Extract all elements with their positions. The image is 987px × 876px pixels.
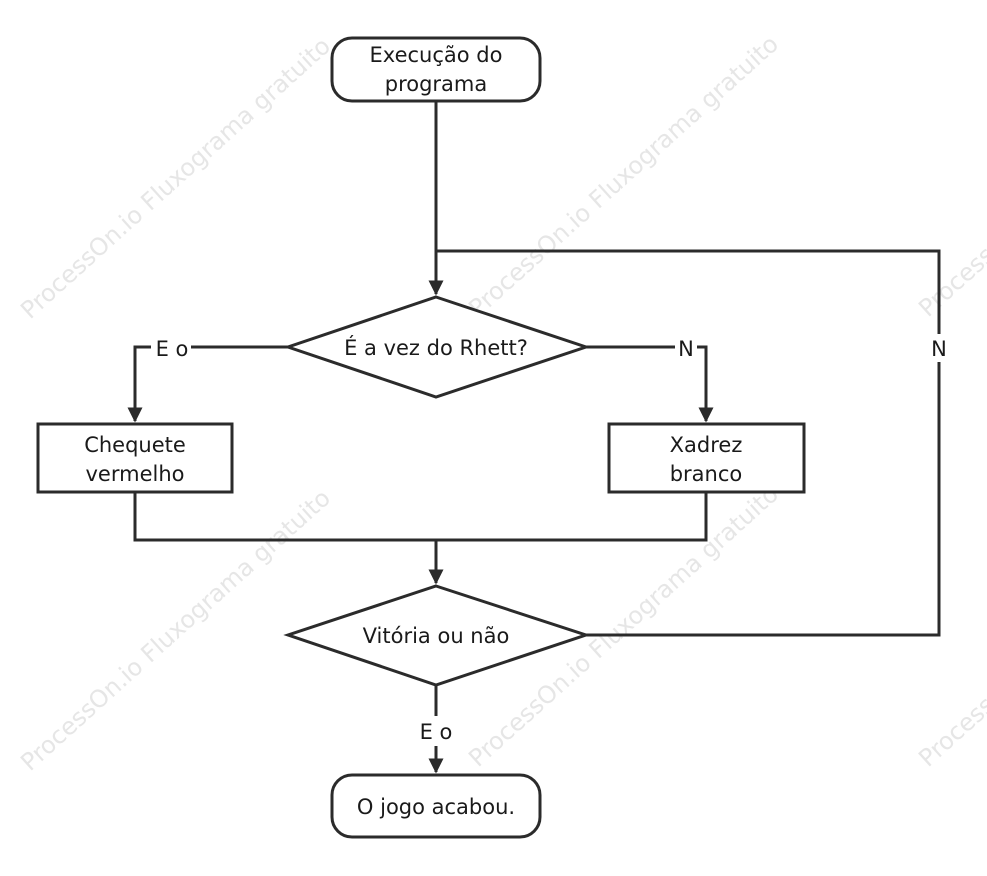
- decision-shape: [283, 295, 591, 399]
- node-start-label-line2: programa: [385, 72, 488, 96]
- node-start: Execução do programa: [330, 36, 542, 103]
- watermark-text: ProcessOn.io Fluxograma gratuito: [913, 480, 987, 773]
- edge-label-bg: [415, 716, 457, 746]
- terminator-shape: [330, 773, 542, 839]
- terminator-shape: [330, 36, 542, 103]
- node-red-check-label-line1: Chequete: [84, 433, 186, 457]
- connector-decision-to-white-chess: [586, 345, 714, 423]
- edge-label-bg: [675, 334, 697, 362]
- edge-labels: E o N N E o: [151, 334, 950, 746]
- decision-shape: [283, 584, 591, 687]
- edge-label-bg: [151, 334, 191, 362]
- node-decision-turn-label: É a vez do Rhett?: [344, 335, 528, 360]
- edge-label-victory-yes: E o: [420, 720, 453, 744]
- node-red-check-label-line2: vermelho: [86, 462, 185, 486]
- node-end: O jogo acabou.: [330, 773, 542, 839]
- connector-red-check-merge: [133, 492, 708, 542]
- node-white-chess-label-line1: Xadrez: [670, 433, 743, 457]
- node-red-check: Chequete vermelho: [36, 422, 234, 494]
- edge-label-victory-no: N: [931, 337, 947, 361]
- watermark-text: ProcessOn.io Fluxograma gratuito: [15, 484, 336, 777]
- node-white-chess: Xadrez branco: [607, 422, 806, 494]
- watermark-text: ProcessOn.io Fluxograma gratuito: [15, 32, 336, 325]
- connectors: [127, 101, 941, 774]
- node-end-label: O jogo acabou.: [357, 795, 515, 819]
- node-decision-victory: Vitória ou não: [283, 584, 591, 687]
- connector-decision-to-red-check: [127, 345, 288, 423]
- node-decision-victory-label: Vitória ou não: [363, 624, 510, 648]
- watermark-text: ProcessOn.io Fluxograma gratuito: [913, 30, 987, 323]
- edge-label-turn-yes: E o: [156, 337, 189, 361]
- node-white-chess-label-line2: branco: [670, 462, 743, 486]
- node-start-label-line1: Execução do: [370, 43, 503, 67]
- connector-victory-loop-back: [436, 249, 941, 637]
- node-decision-turn: É a vez do Rhett?: [283, 295, 591, 399]
- process-shape: [36, 422, 234, 494]
- process-shape: [607, 422, 806, 494]
- edge-label-bg: [928, 334, 950, 362]
- edge-label-turn-no: N: [678, 337, 694, 361]
